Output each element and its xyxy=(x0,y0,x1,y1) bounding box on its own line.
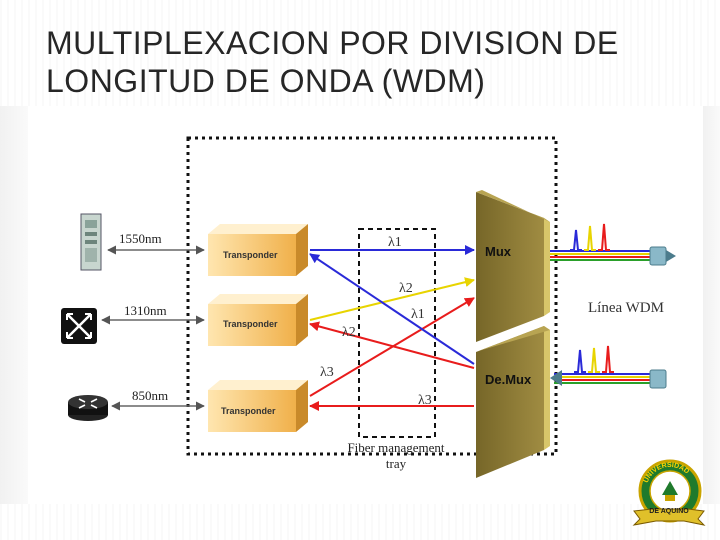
server-icon xyxy=(80,213,102,271)
title-line-1: MULTIPLEXACION POR DIVISION DE xyxy=(46,25,619,61)
mux-block: Mux xyxy=(476,190,550,342)
fiber-tray-label-2: tray xyxy=(386,456,407,471)
transponder-3: Transponder xyxy=(208,380,308,432)
path-l1-rx xyxy=(309,253,475,365)
spectrum-peaks-top xyxy=(570,223,610,251)
wdm-line-label: Línea WDM xyxy=(588,300,664,316)
transponder-3-label: Transponder xyxy=(221,406,276,416)
path-l3-rx xyxy=(309,321,475,369)
wavelength-label-1550: 1550nm xyxy=(119,231,162,246)
transponder-2-label: Transponder xyxy=(223,319,278,329)
wdm-diagram: Fiber management tray 1550nm 1310nm 850n… xyxy=(61,136,676,478)
lambda-2-left: λ2 xyxy=(342,325,356,340)
wdm-line-bottom xyxy=(550,369,667,389)
lambda-1-mid: λ1 xyxy=(411,307,425,322)
wavelength-label-850: 850nm xyxy=(132,388,168,403)
transponder-2: Transponder xyxy=(208,294,308,346)
wavelength-label-1310: 1310nm xyxy=(124,303,167,318)
lambda-3-bottom: λ3 xyxy=(418,393,432,408)
demux-label: De.Mux xyxy=(485,372,532,387)
path-l2-tx xyxy=(309,277,475,321)
enclosure-border xyxy=(186,136,558,456)
left-margin-strip xyxy=(0,106,28,504)
right-margin-strip xyxy=(703,106,720,504)
slide-title: MULTIPLEXACION POR DIVISION DE LONGITUD … xyxy=(46,24,706,100)
university-seal-logo: UNIVERSIDAD xyxy=(632,459,706,526)
wdm-diagram-panel: Fiber management tray 1550nm 1310nm 850n… xyxy=(28,106,703,504)
fiber-tray-box xyxy=(358,228,436,438)
transponder-1: Transponder xyxy=(208,224,308,276)
demux-block: De.Mux xyxy=(476,326,550,478)
lambda-1-top: λ1 xyxy=(388,235,402,250)
fiber-tray-label-1: Fiber management xyxy=(347,440,444,455)
lambda-3-left: λ3 xyxy=(320,365,334,380)
switch-icon xyxy=(61,308,97,344)
lambda-2-upper: λ2 xyxy=(399,281,413,296)
spectrum-peaks-bottom xyxy=(574,345,614,373)
mux-label: Mux xyxy=(485,244,512,259)
logo-banner-text: DE AQUINO xyxy=(649,508,689,515)
title-line-2: LONGITUD DE ONDA (WDM) xyxy=(46,63,486,99)
transponder-1-label: Transponder xyxy=(223,250,278,260)
router-icon xyxy=(68,395,108,421)
wdm-line-top xyxy=(550,246,676,266)
